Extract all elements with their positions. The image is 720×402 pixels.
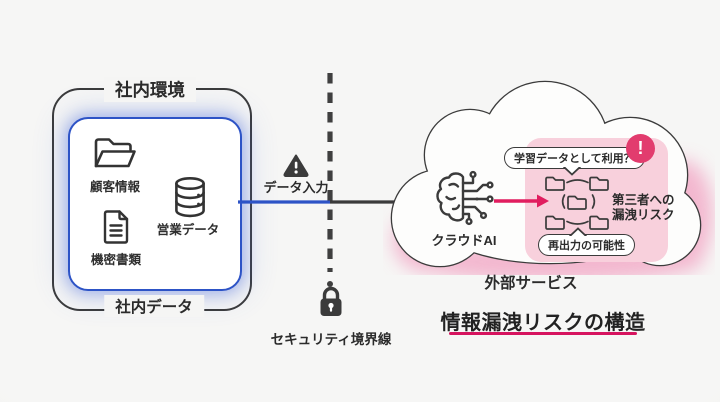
internal-data-label: 社内データ	[104, 295, 204, 317]
diagram-title: 情報漏洩リスクの構造	[440, 312, 646, 334]
reoutput-bubble: 再出力の可能性	[538, 234, 635, 256]
database-icon	[175, 177, 205, 218]
sales-data-label: 営業データ	[156, 223, 220, 237]
training-data-bubble: 学習データとして利用？	[504, 147, 645, 169]
open-folder-icon	[94, 138, 136, 168]
leak-arrow	[494, 194, 549, 208]
cloud-ai-label: クラウドAI	[431, 233, 497, 248]
customer-info-label: 顧客情報	[89, 180, 141, 194]
internal-data-box	[68, 117, 242, 291]
external-service-label: 外部サービス	[484, 275, 578, 292]
security-boundary-label: セキュリティ境界線	[270, 332, 392, 347]
data-copies-folders-icon	[545, 176, 609, 230]
alert-badge: !	[626, 134, 655, 163]
third-party-risk-line2: 漏洩リスク	[612, 208, 675, 222]
data-input-label: データ入力	[263, 180, 329, 195]
security-boundary-line	[327, 73, 333, 287]
third-party-risk-line1: 第三者への	[612, 193, 675, 207]
bubble-tail-down-icon	[563, 167, 581, 176]
internal-environment-title: 社内環境	[104, 77, 196, 102]
lock-icon	[320, 286, 342, 316]
confidential-docs-label: 機密書類	[90, 253, 142, 267]
document-icon	[103, 210, 129, 244]
ai-brain-circuit-icon	[436, 170, 494, 226]
warning-icon	[283, 154, 309, 177]
bubble-tail-up-icon	[569, 227, 587, 236]
title-underline	[449, 332, 637, 336]
